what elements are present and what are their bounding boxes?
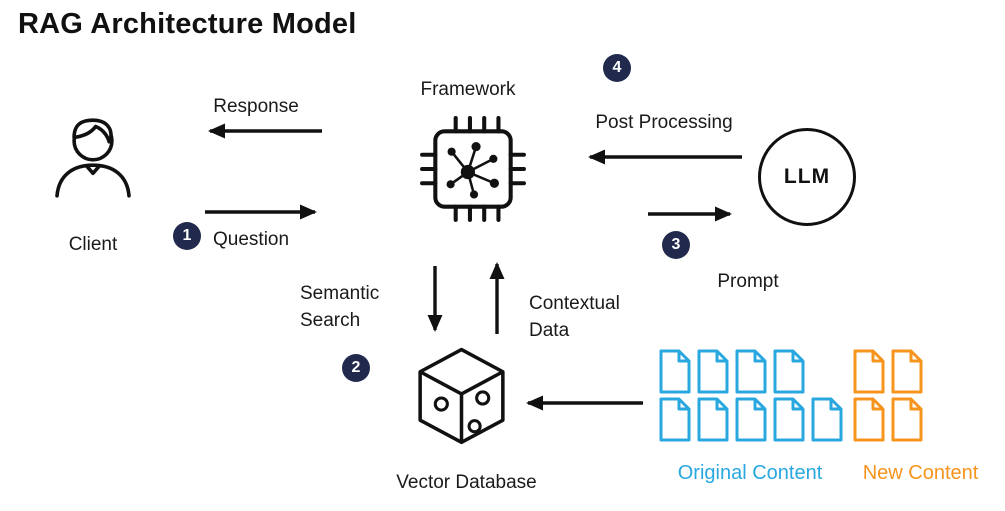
step-badge-2: 2 xyxy=(342,354,370,382)
document-icon xyxy=(695,397,731,442)
post-processing-label: Post Processing xyxy=(595,112,733,133)
document-icon xyxy=(733,397,769,442)
client-label: Client xyxy=(68,234,118,255)
document-icon xyxy=(733,349,769,394)
original-content-label: Original Content xyxy=(677,462,823,484)
question-label: Question xyxy=(213,229,290,250)
framework-label: Framework xyxy=(420,79,516,100)
cube-icon xyxy=(404,341,520,461)
vector-database-label: Vector Database xyxy=(396,472,537,493)
document-icon xyxy=(809,397,845,442)
contextual-data-label: Contextual Data xyxy=(529,293,620,341)
new-content-docs xyxy=(851,349,925,442)
document-icon xyxy=(657,397,693,442)
chip-icon xyxy=(417,113,529,225)
step-badge-1: 1 xyxy=(173,222,201,250)
semantic-search-label: Semantic Search xyxy=(300,283,380,331)
document-icon xyxy=(695,349,731,394)
response-label: Response xyxy=(213,96,299,117)
document-icon xyxy=(889,397,925,442)
doc-row xyxy=(657,349,845,394)
person-icon xyxy=(48,106,138,201)
doc-row xyxy=(657,397,845,442)
document-icon xyxy=(657,349,693,394)
step-badge-4: 4 xyxy=(603,54,631,82)
document-icon xyxy=(771,349,807,394)
doc-row xyxy=(851,349,925,394)
new-content-label: New Content xyxy=(862,462,979,484)
document-icon xyxy=(889,349,925,394)
document-icon xyxy=(851,397,887,442)
step-badge-3: 3 xyxy=(662,231,690,259)
document-icon xyxy=(851,349,887,394)
original-content-docs xyxy=(657,349,845,442)
doc-row xyxy=(851,397,925,442)
document-icon xyxy=(771,397,807,442)
page-title: RAG Architecture Model xyxy=(18,8,357,40)
prompt-label: Prompt xyxy=(717,271,779,292)
llm-node: LLM xyxy=(758,128,856,226)
